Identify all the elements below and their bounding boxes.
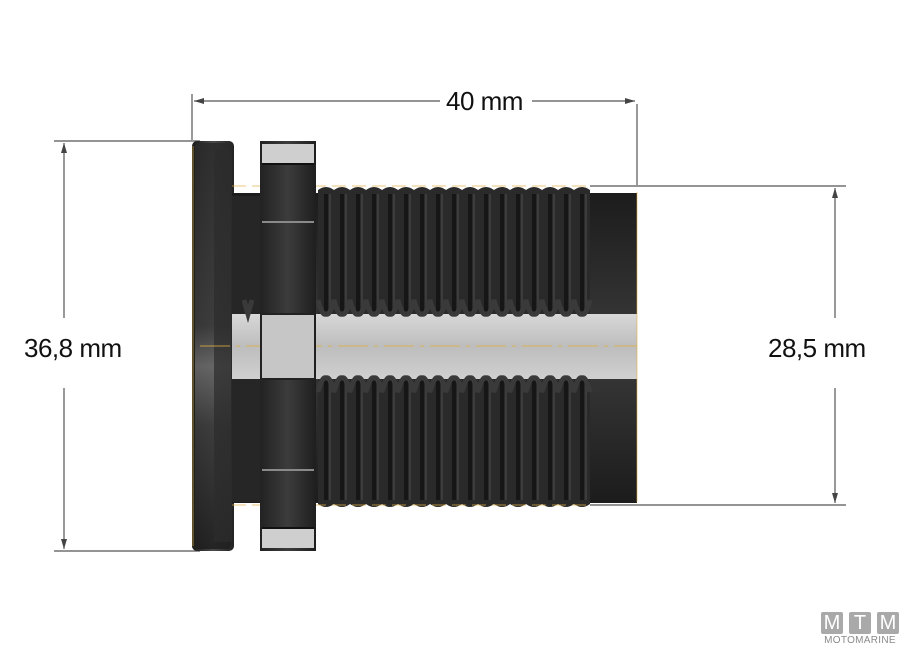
logo-letter-t: T bbox=[849, 612, 871, 634]
lock-nut bbox=[260, 141, 316, 551]
mtm-motomarine-logo: M T M MOTOMARINE bbox=[820, 611, 900, 647]
flange-diameter-dimension bbox=[54, 140, 200, 552]
flange-diameter-label: 36,8 mm bbox=[24, 333, 122, 364]
thread-diameter-label: 28,5 mm bbox=[768, 333, 866, 364]
thread-diameter-dimension bbox=[590, 185, 846, 506]
logo-letter-m1: M bbox=[821, 612, 843, 634]
logo-subtitle: MOTOMARINE bbox=[824, 635, 896, 646]
overall-length-label: 40 mm bbox=[440, 86, 529, 117]
overall-length-dimension bbox=[191, 94, 638, 185]
logo-letter-m2: M bbox=[877, 612, 899, 634]
